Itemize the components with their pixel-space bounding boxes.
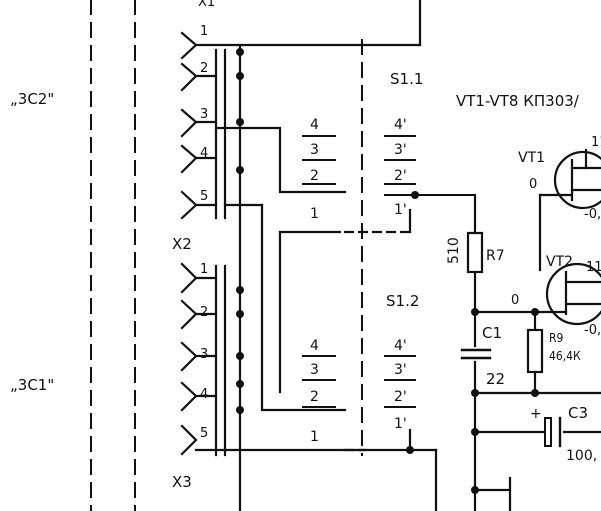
junction-dots (236, 48, 539, 494)
connector-x2-label: X2 (172, 235, 192, 253)
junction-dot (236, 406, 244, 414)
s1-2-right-3: 3' (394, 362, 407, 378)
connector-x2: 1 2 3 4 5 X2 (172, 24, 422, 511)
junction-dot (531, 308, 539, 316)
x2-pin-4: 4 (200, 146, 208, 161)
resistor-r7: R7 510 (446, 231, 505, 274)
group-boundary-lines (90, 0, 363, 511)
group-label-3c2: „3С2" (10, 90, 54, 108)
x2-pin-2: 2 (200, 61, 208, 76)
s1-2-right-4: 4' (394, 338, 407, 354)
junction-dot (531, 389, 539, 397)
switch-wiring (214, 0, 438, 511)
vt2-source-voltage: -0, (584, 323, 601, 338)
junction-dot (236, 118, 244, 126)
x3-pin-5: 5 (200, 426, 208, 441)
switch-s1-1: S1.1 4 3 2 1 4' 3' 2' 1' (302, 70, 476, 222)
resistor-r9: R9 46,4К (526, 328, 581, 374)
x3-pin-3: 3 (200, 347, 208, 362)
vt2-gate-value: 0 (511, 293, 519, 308)
switch-s1-1-label: S1.1 (390, 70, 423, 88)
c3-polarity: + (530, 406, 542, 422)
x3-pin-2: 2 (200, 305, 208, 320)
s1-1-right-1: 1' (394, 202, 407, 218)
junction-dot (406, 446, 414, 454)
x2-pin-1: 1 (200, 24, 208, 39)
s1-1-right-2: 2' (394, 168, 407, 184)
c1-value: 22 (486, 370, 505, 388)
vt2-label: VT2 (546, 254, 573, 270)
junction-dot (236, 166, 244, 174)
vt1-gate-value: 0 (529, 177, 537, 192)
s1-2-left-4: 4 (310, 338, 319, 354)
s1-2-left-1: 1 (310, 429, 319, 445)
transistor-vt1: VT1 0 11,( -0,5 (518, 135, 601, 222)
x2-pin-3: 3 (200, 107, 208, 122)
capacitor-c1: C1 22 (460, 324, 505, 388)
junction-dot (236, 286, 244, 294)
transistor-vt2: VT2 0 11, -0, (511, 254, 601, 338)
capacitor-c3: + C3 100, (530, 404, 597, 464)
r9-label: R9 (549, 331, 564, 345)
s1-2-right-1: 1' (394, 416, 407, 432)
connector-x3-label: X3 (172, 473, 192, 491)
junction-dot (236, 380, 244, 388)
vt1-drain-voltage: 11,( (591, 135, 601, 150)
s1-2-left-2: 2 (310, 389, 319, 405)
connector-x3: 1 2 3 4 5 X3 (172, 262, 412, 491)
x3-pin-1: 1 (200, 262, 208, 277)
junction-dot (236, 48, 244, 56)
junction-dot (471, 486, 479, 494)
s1-1-right-3: 3' (394, 142, 407, 158)
transistor-note: VT1-VT8 КП303/ (456, 92, 580, 110)
c3-value: 100, (566, 448, 597, 464)
connector-x1-label: X1 (198, 0, 215, 10)
r7-label: R7 (486, 248, 505, 264)
x2-pin-5: 5 (200, 189, 208, 204)
junction-dot (471, 428, 479, 436)
junction-dot (236, 352, 244, 360)
s1-1-left-2: 2 (310, 168, 319, 184)
c1-label: C1 (482, 324, 502, 342)
switch-s1-2-label: S1.2 (386, 292, 419, 310)
s1-2-right-2: 2' (394, 389, 407, 405)
s1-1-left-3: 3 (310, 142, 319, 158)
junction-dot (471, 308, 479, 316)
vt2-drain-voltage: 11, (586, 260, 601, 275)
group-label-3c1: „3С1" (10, 376, 54, 394)
vt1-label: VT1 (518, 150, 545, 166)
r7-value: 510 (446, 237, 462, 264)
vt1-source-voltage: -0,5 (584, 207, 601, 222)
x3-pin-4: 4 (200, 387, 208, 402)
s1-1-left-4: 4 (310, 117, 319, 133)
s1-1-left-1: 1 (310, 206, 319, 222)
c3-label: C3 (568, 404, 588, 422)
junction-dot (236, 310, 244, 318)
s1-2-left-3: 3 (310, 362, 319, 378)
s1-1-right-4: 4' (394, 117, 407, 133)
junction-dot (411, 191, 419, 199)
r9-value: 46,4К (549, 349, 581, 363)
junction-dot (471, 389, 479, 397)
switch-s1-2: S1.2 4 3 2 1 4' 3' 2' 1' (302, 292, 419, 445)
junction-dot (236, 72, 244, 80)
